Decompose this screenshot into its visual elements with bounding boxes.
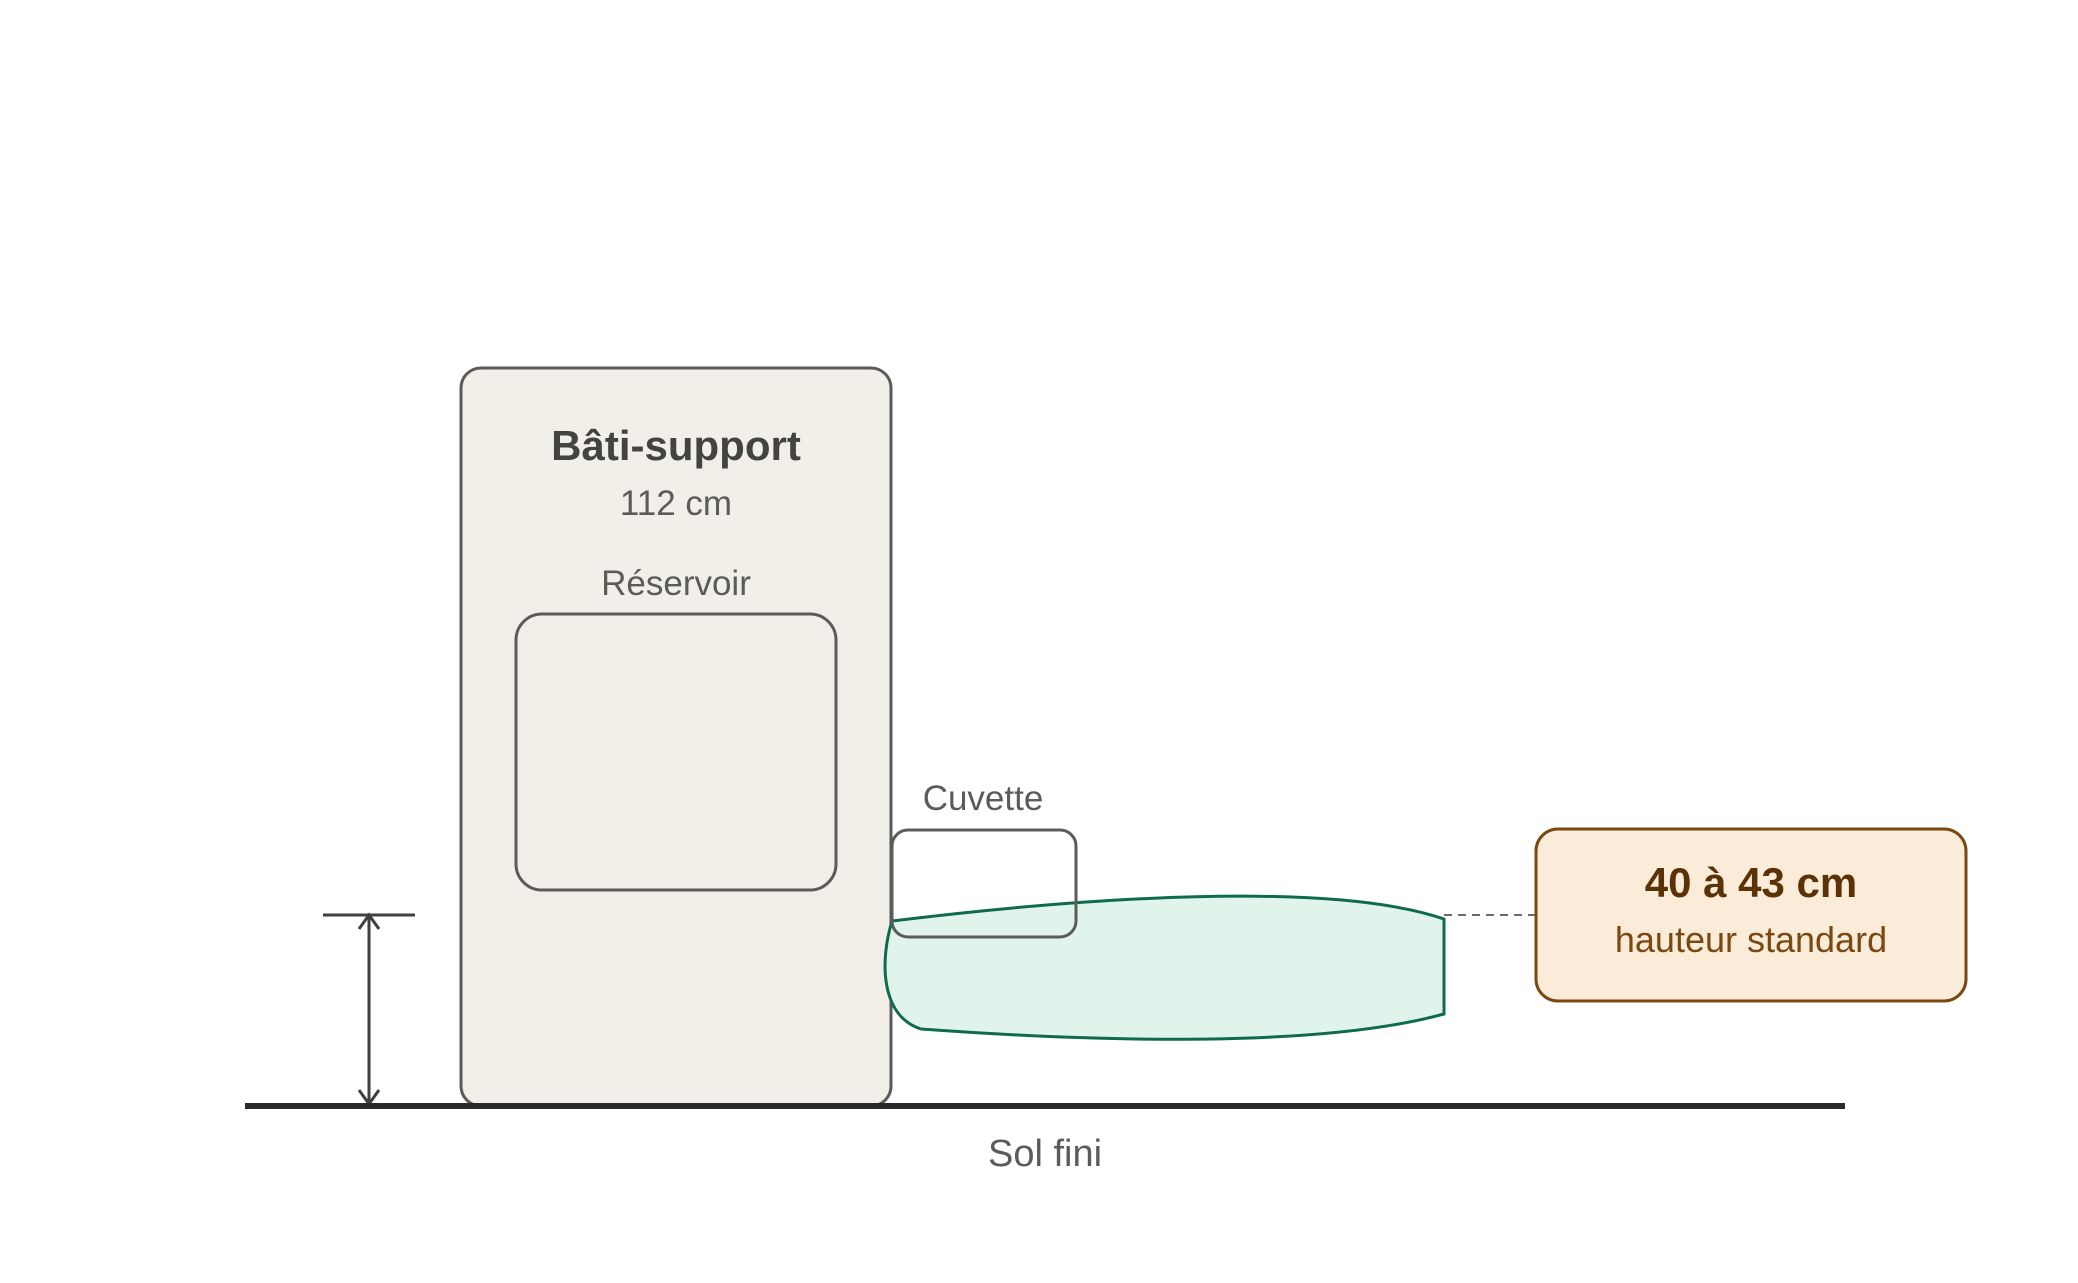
floor-label: Sol fini	[988, 1133, 1102, 1175]
height-callout-caption: hauteur standard	[1615, 919, 1887, 960]
bowl-label: Cuvette	[923, 779, 1044, 818]
frame-title: Bâti-support	[551, 422, 801, 469]
frame-height-label: 112 cm	[620, 484, 732, 523]
bowl-shape	[883, 894, 1446, 1041]
reservoir-box	[514, 612, 838, 892]
height-callout-box	[1534, 827, 1968, 1003]
frame-box	[459, 366, 893, 1108]
height-callout-value: 40 à 43 cm	[1645, 859, 1858, 906]
reservoir-label: Réservoir	[601, 564, 751, 603]
dimension-arrow	[323, 912, 415, 1107]
bowl-seat-outline	[890, 828, 1078, 939]
